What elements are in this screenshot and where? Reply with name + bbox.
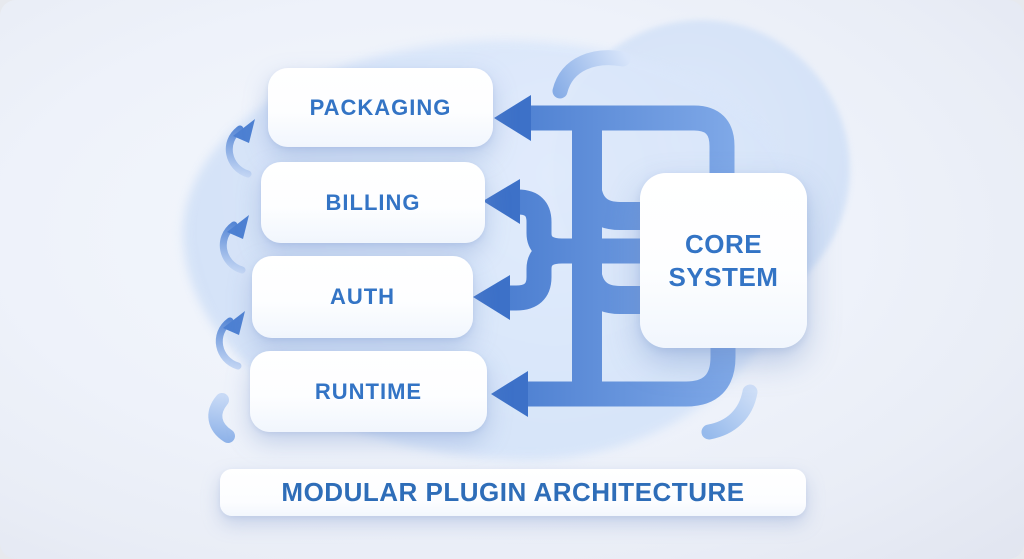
edge-core-billing-arrowhead — [483, 179, 520, 224]
pipe-spine-to-core-lower — [573, 263, 646, 314]
node-auth: AUTH — [252, 256, 473, 338]
decor-swoosh-top — [552, 50, 631, 99]
node-packaging-label: PACKAGING — [309, 94, 452, 120]
node-auth-label: AUTH — [329, 284, 396, 309]
edge-core-auth-arrowhead — [473, 275, 510, 320]
edge-core-runtime-pipe — [525, 342, 736, 407]
decor-curl-arrow-3 — [219, 311, 245, 366]
decor-dash-bottom-right — [701, 384, 758, 440]
decor-curl-arrow-2 — [223, 215, 249, 270]
node-billing-label: BILLING — [325, 189, 421, 215]
node-packaging: PACKAGING — [268, 68, 493, 147]
edge-core-auth-pipe — [506, 238, 644, 311]
diagram-title: MODULAR PLUGIN ARCHITECTURE — [281, 477, 745, 507]
edge-core-packaging-pipe — [528, 105, 735, 180]
node-runtime-label: RUNTIME — [314, 378, 423, 404]
decor-dash-bottom-left — [208, 393, 235, 443]
edge-core-runtime-arrowhead — [491, 371, 528, 417]
pipe-spine-to-core-upper — [573, 179, 646, 230]
edge-core-packaging-arrowhead — [494, 95, 531, 141]
diagram-title-bar: MODULAR PLUGIN ARCHITECTURE — [220, 469, 806, 516]
decor-curl-arrow-1 — [229, 119, 255, 174]
node-core-system: CORE SYSTEM — [640, 173, 807, 348]
node-billing: BILLING — [261, 162, 485, 243]
node-core-system-label: CORE SYSTEM — [668, 229, 779, 292]
node-runtime: RUNTIME — [250, 351, 487, 432]
